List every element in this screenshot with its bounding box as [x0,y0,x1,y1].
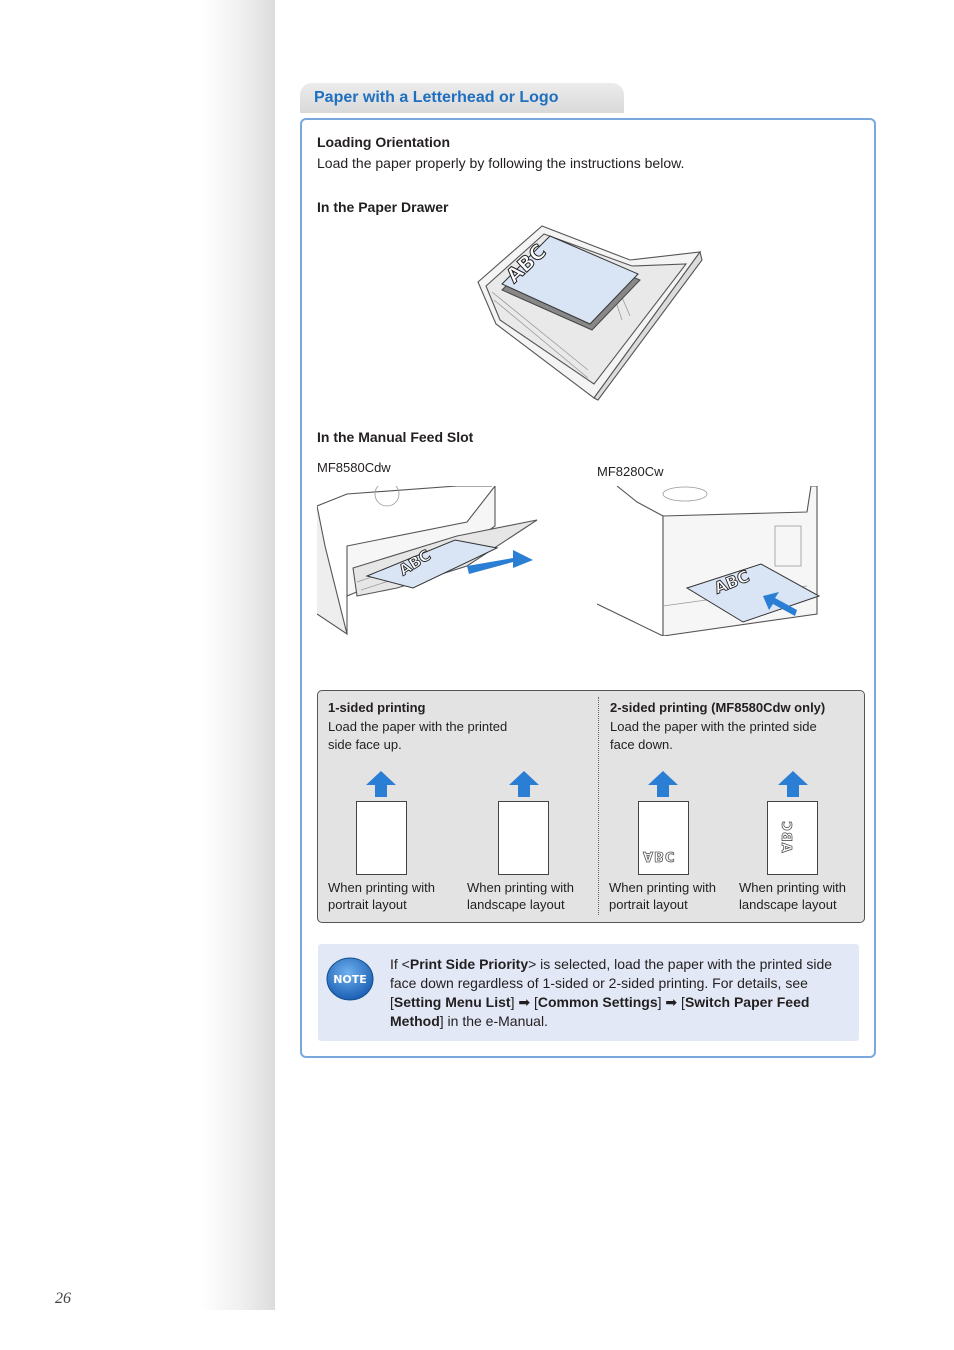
manual-heading: In the Manual Feed Slot [317,429,474,445]
caption-2sided-landscape-line2: landscape layout [739,897,837,912]
feed-direction-arrow-icon [648,771,678,797]
paper-drawer-illustration: ABC [477,225,703,401]
caption-1sided-landscape-line2: landscape layout [467,897,565,912]
note-t5: ] [510,994,519,1010]
note-setting-menu-list: Setting Menu List [393,994,511,1010]
loading-heading: Loading Orientation [317,134,450,150]
paper-1sided-portrait [356,801,407,875]
feed-direction-arrow-icon [778,771,808,797]
column-divider [598,697,599,915]
caption-1sided-portrait-line2: portrait layout [328,897,407,912]
note-t3: > is selected, load the paper with the p… [390,956,833,1010]
feed-arrow-icon [763,592,797,616]
two-sided-heading: 2-sided printing (MF8580Cdw only) [610,700,826,715]
paper-2sided-portrait: ABC [638,801,689,875]
loading-intro: Load the paper properly by following the… [317,155,685,171]
paper-1sided-landscape [498,801,549,875]
two-sided-desc-line2: face down. [610,737,673,752]
caption-2sided-landscape-line1: When printing with [739,880,846,895]
note-badge-icon: NOTE [326,957,374,1001]
note-badge-label: NOTE [333,973,367,986]
note-common-settings: Common Settings [537,994,658,1010]
content-box: Loading Orientation Load the paper prope… [300,118,876,1058]
paper-mirror-text-portrait: ABC [643,848,676,864]
note-t9: [ [677,994,685,1010]
note-t11: ] in the e-Manual. [439,1013,548,1029]
model-right-label: MF8280Cw [597,464,664,479]
note-text: If <Print Side Priority> is selected, lo… [390,955,845,1031]
section-tab: Paper with a Letterhead or Logo [300,83,624,113]
note-arrow-icon: ➡ [518,994,531,1010]
mf8580cdw-manual-feed-illustration: ABC [317,486,538,636]
caption-2sided-portrait-line2: portrait layout [609,897,688,912]
note-box: NOTE If <Print Side Priority> is selecte… [318,944,859,1041]
note-t6: [ [530,994,538,1010]
caption-1sided-landscape-line1: When printing with [467,880,574,895]
two-sided-desc-line1: Load the paper with the printed side [610,719,817,734]
caption-1sided-portrait-line1: When printing with [328,880,435,895]
drawer-heading: In the Paper Drawer [317,199,449,215]
feed-direction-arrow-icon [509,771,539,797]
page-number: 26 [55,1290,71,1307]
caption-2sided-portrait-line1: When printing with [609,880,716,895]
one-sided-desc-line1: Load the paper with the printed [328,719,508,734]
paper-2sided-landscape: ABC [767,801,818,875]
paper-mirror-text-landscape: ABC [777,820,793,853]
note-t8: ] [657,994,666,1010]
page-margin-shade [200,0,275,1310]
section-title: Paper with a Letterhead or Logo [314,89,559,106]
printing-orientation-box: 1-sided printing Load the paper with the… [317,690,865,923]
manual-paper-right [685,563,821,623]
mf8280cw-manual-feed-illustration: ABC [597,486,821,636]
note-arrow-icon: ➡ [665,994,678,1010]
paper-stack [501,235,641,331]
note-print-side-priority: Print Side Priority [409,956,529,972]
feed-arrow-icon [467,550,533,574]
one-sided-heading: 1-sided printing [328,700,426,715]
note-t1: If < [390,956,410,972]
model-left-label: MF8580Cdw [317,460,391,475]
note-switch-paper-feed-method: Switch Paper Feed Method [390,994,810,1029]
manual-paper-left [365,539,499,589]
feed-direction-arrow-icon [366,771,396,797]
one-sided-desc-line2: side face up. [328,737,402,752]
